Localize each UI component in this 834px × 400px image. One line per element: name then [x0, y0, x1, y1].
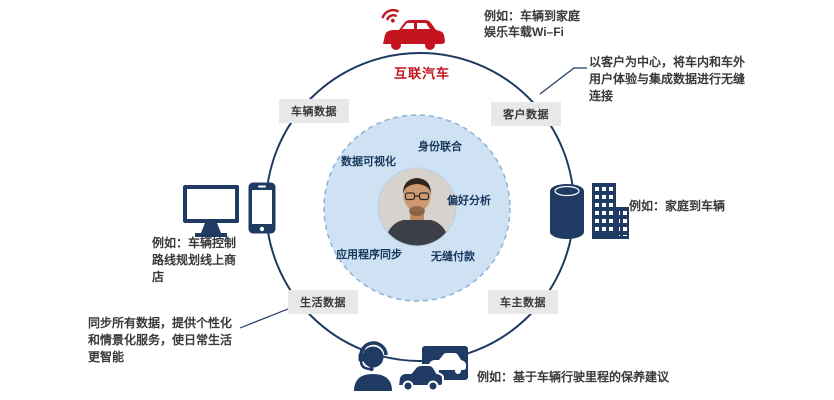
smartphone-icon: [248, 182, 276, 234]
feature-app-sync: 应用程序同步: [336, 249, 402, 261]
feature-identity-federation: 身份联合: [418, 141, 462, 153]
hub-title: 互联汽车: [393, 66, 450, 81]
databox-vehicle: 车辆数据: [279, 99, 349, 123]
car-shape: [383, 20, 445, 50]
car-service-icon: [396, 346, 468, 392]
leader-line-bottom-left: [239, 306, 294, 329]
building-icon: [592, 183, 629, 239]
customer-photo: [378, 168, 456, 246]
annotation-right-example: 例如：家庭到车辆: [629, 199, 726, 213]
annotation-bottom-left-description: 同步所有数据，提供个性化 和情景化服务，使日常生活 更智能: [88, 316, 233, 364]
feature-seamless-payment: 无缝付款: [431, 251, 475, 263]
databox-life: 生活数据: [288, 290, 358, 314]
annotation-right-description: 以客户为中心，将车内和车外 用户体验与集成数据进行无缝 连接: [589, 55, 746, 103]
annotation-bottom-example: 例如：基于车辆行驶里程的保养建议: [477, 370, 670, 384]
avatar-frame: [377, 167, 457, 247]
connected-car-wifi-icon: [381, 8, 445, 50]
databox-customer: 客户数据: [491, 102, 561, 126]
annotation-top-right: 例如：车辆到家庭 娱乐车载Wi–Fi: [484, 9, 581, 39]
desktop-monitor-icon: [183, 185, 239, 237]
feature-preference-analysis: 偏好分析: [447, 195, 491, 207]
smart-speaker-icon: [550, 184, 584, 239]
databox-owner: 车主数据: [488, 290, 558, 314]
feature-data-visualization: 数据可视化: [341, 156, 396, 168]
annotation-left-example: 例如：车辆控制 路线规划线上商 店: [152, 236, 237, 284]
headset-agent-icon: [354, 341, 392, 391]
leader-line-top-right: [539, 67, 587, 95]
